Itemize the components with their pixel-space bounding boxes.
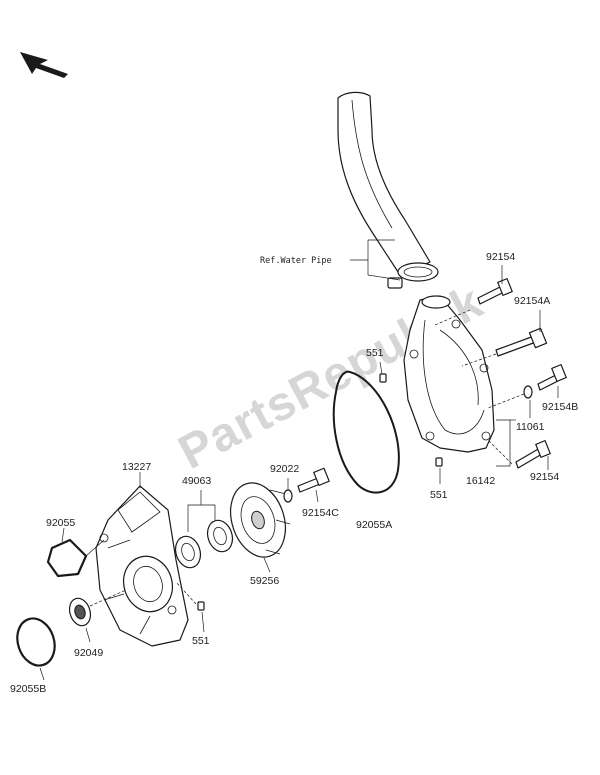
label-92022: 92022 xyxy=(270,463,299,475)
arrow-up-left-icon xyxy=(20,52,68,78)
label-59256: 59256 xyxy=(250,575,279,587)
label-551-right: 551 xyxy=(430,489,448,501)
bolt-92154-bottom xyxy=(515,440,551,469)
label-551-top: 551 xyxy=(366,347,384,359)
o-ring-92055b xyxy=(16,617,56,667)
pump-body xyxy=(95,485,189,647)
ref-water-pipe-label: Ref.Water Pipe xyxy=(260,256,332,266)
bolt-92154a xyxy=(495,327,548,357)
bolt-92154-top xyxy=(477,278,513,305)
impeller xyxy=(230,482,291,558)
dowel-551-right xyxy=(435,457,443,467)
label-551-left: 551 xyxy=(192,635,210,647)
label-92154-top: 92154 xyxy=(486,251,515,263)
label-92154a: 92154A xyxy=(514,295,550,307)
label-92055b: 92055B xyxy=(10,683,46,695)
label-92055: 92055 xyxy=(46,517,75,529)
label-13227: 13227 xyxy=(122,461,151,473)
gasket-92055a xyxy=(332,370,400,494)
dowel-551-left xyxy=(175,581,205,633)
label-92154c: 92154C xyxy=(302,507,339,519)
washer-11061 xyxy=(523,385,533,399)
label-92154b: 92154B xyxy=(542,401,578,413)
label-92154-bottom: 92154 xyxy=(530,471,559,483)
label-92055a: 92055A xyxy=(356,519,392,531)
seal-92049 xyxy=(68,597,92,627)
label-49063: 49063 xyxy=(182,475,211,487)
water-pipe xyxy=(337,91,439,289)
o-ring-92055 xyxy=(46,538,88,578)
label-11061: 11061 xyxy=(516,421,545,433)
pump-cover xyxy=(403,295,495,453)
bolt-92154c xyxy=(297,467,330,493)
dowel-551-top xyxy=(379,373,387,383)
bolt-92154b xyxy=(537,364,567,391)
label-92049: 92049 xyxy=(74,647,103,659)
label-16142: 16142 xyxy=(466,475,495,487)
washer-92022 xyxy=(283,489,293,503)
seal-49063 xyxy=(174,519,234,569)
